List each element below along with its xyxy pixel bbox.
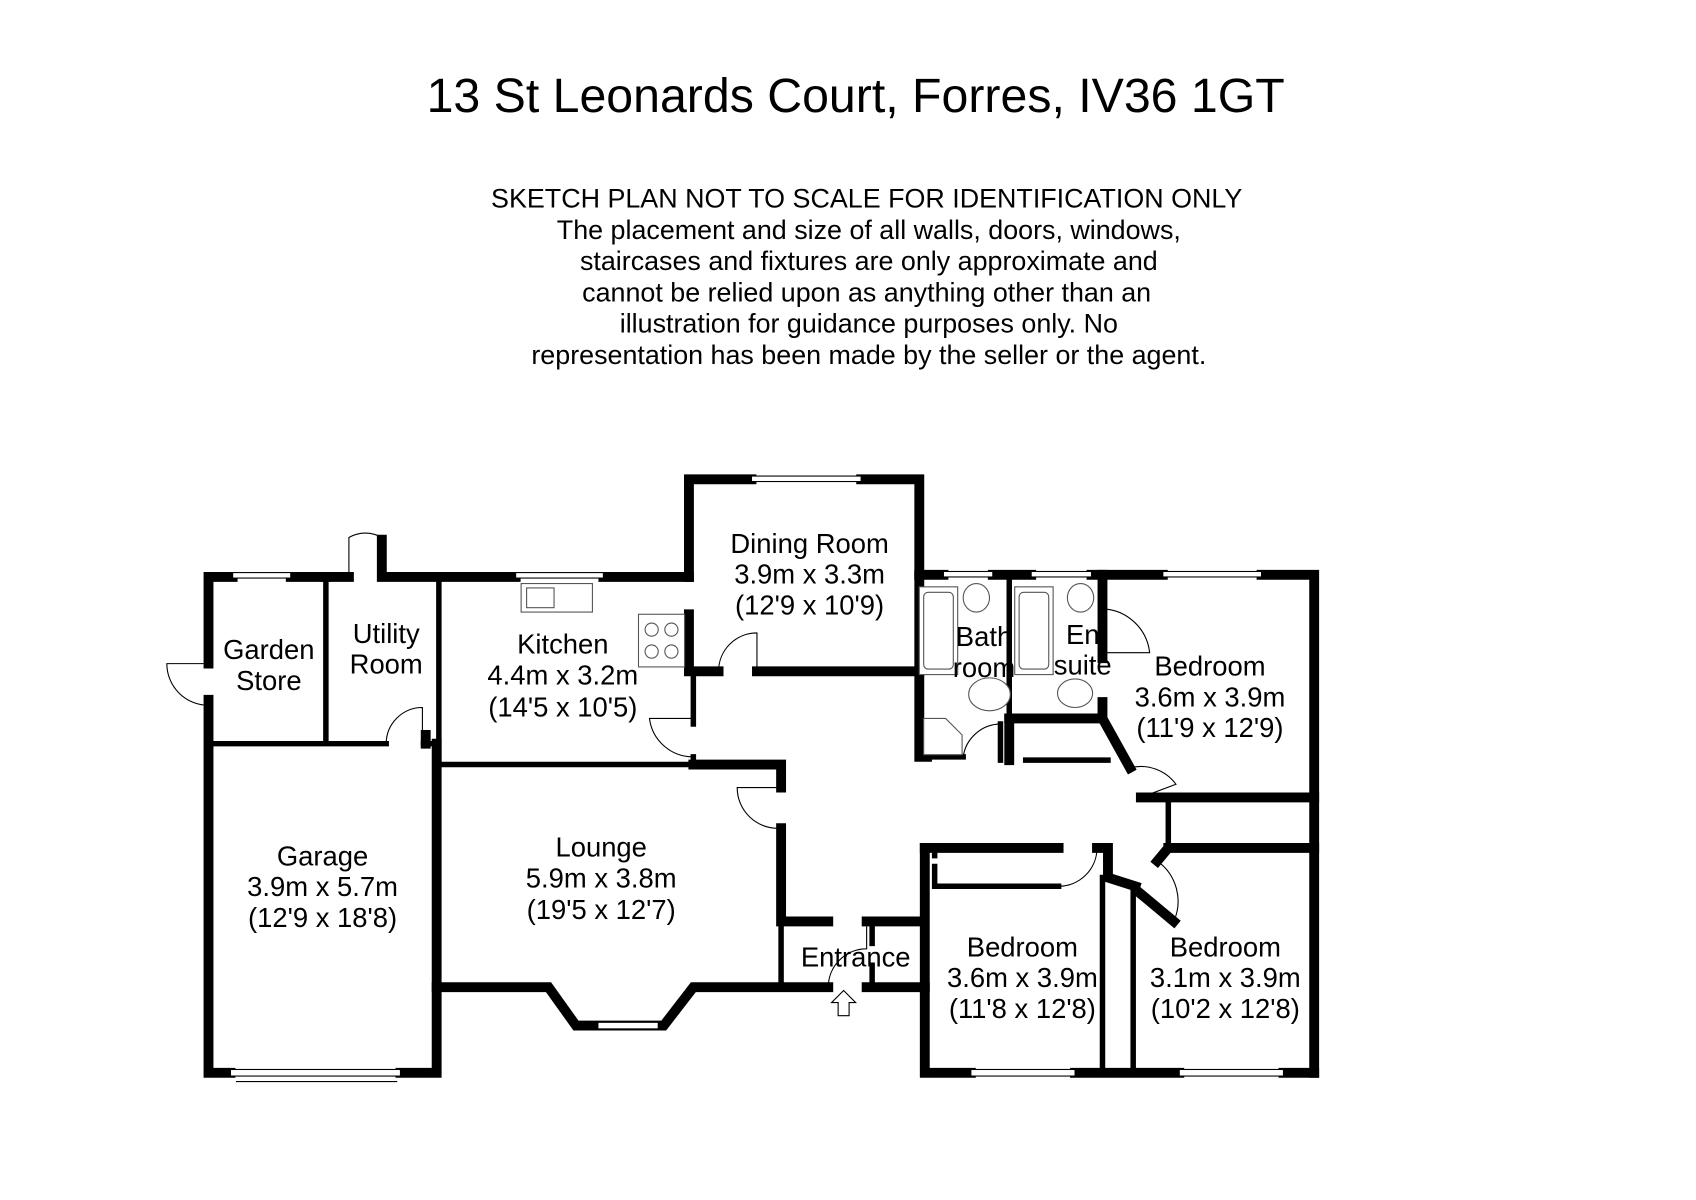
room-name: Dining Room: [730, 528, 888, 559]
room-dimensions-metric: 5.9m x 3.8m: [526, 862, 677, 893]
room-name: Store: [236, 665, 302, 696]
windows: [229, 475, 1285, 1083]
toilet-icon: [962, 582, 991, 613]
room-dining: Dining Room 3.9m x 3.3m (12'9 x 10'9): [730, 528, 888, 620]
disclaimer-line: cannot be relied upon as anything other …: [582, 278, 1151, 308]
room-name: Kitchen: [517, 629, 608, 660]
room-dimensions-imperial: (10'2 x 12'8): [1151, 993, 1300, 1024]
room-bedroom-2: Bedroom 3.6m x 3.9m (11'8 x 12'8): [947, 931, 1098, 1023]
room-bedroom-3: Bedroom 3.1m x 3.9m (10'2 x 12'8): [1150, 931, 1301, 1023]
disclaimer-line: illustration for guidance purposes only.…: [620, 308, 1118, 338]
room-name: Bedroom: [1154, 651, 1265, 682]
walls: [203, 474, 1320, 1078]
room-name: Garage: [277, 840, 368, 871]
room-name: Room: [350, 648, 423, 679]
room-dimensions-metric: 3.6m x 3.9m: [947, 962, 1098, 993]
room-dimensions-metric: 4.4m x 3.2m: [487, 659, 638, 690]
room-bathroom: Bath room: [953, 621, 1015, 683]
room-utility: Utility Room: [350, 618, 423, 680]
room-name: Garden: [223, 634, 314, 665]
room-dimensions-imperial: (19'5 x 12'7): [527, 894, 676, 925]
room-name: Lounge: [555, 832, 646, 863]
basin-icon: [1056, 678, 1094, 709]
basin-icon: [968, 677, 1011, 712]
room-ensuite: En suite: [1054, 619, 1112, 681]
disclaimer: SKETCH PLAN NOT TO SCALE FOR IDENTIFICAT…: [491, 183, 1242, 370]
fixtures: [520, 582, 1095, 756]
room-name: Bath: [956, 621, 1012, 652]
room-name: room: [953, 652, 1015, 683]
room-name: Utility: [353, 618, 420, 649]
room-dimensions-imperial: (11'9 x 12'9): [1136, 712, 1283, 743]
room-garden-store: Garden Store: [223, 634, 314, 696]
room-name: suite: [1054, 650, 1112, 681]
room-dimensions-imperial: (14'5 x 10'5): [488, 691, 637, 722]
room-name: Bedroom: [1170, 931, 1281, 962]
disclaimer-line: staircases and fixtures are only approxi…: [580, 246, 1158, 276]
room-dimensions-metric: 3.9m x 5.7m: [247, 871, 398, 902]
room-garage: Garage 3.9m x 5.7m (12'9 x 18'8): [247, 840, 398, 932]
room-entrance: Entrance: [801, 941, 911, 972]
shower-icon: [923, 717, 963, 756]
room-lounge: Lounge 5.9m x 3.8m (19'5 x 12'7): [526, 832, 677, 926]
room-dimensions-metric: 3.1m x 3.9m: [1150, 962, 1301, 993]
disclaimer-line: The placement and size of all walls, doo…: [557, 215, 1181, 245]
room-kitchen: Kitchen 4.4m x 3.2m (14'5 x 10'5): [487, 629, 638, 723]
disclaimer-line: representation has been made by the sell…: [531, 340, 1206, 370]
room-dimensions-imperial: (11'8 x 12'8): [949, 993, 1096, 1024]
room-dimensions-imperial: (12'9 x 10'9): [735, 589, 884, 620]
room-name: Entrance: [801, 941, 911, 972]
page-title: 13 St Leonards Court, Forres, IV36 1GT: [427, 69, 1285, 123]
doors: [166, 532, 1179, 1017]
disclaimer-line: SKETCH PLAN NOT TO SCALE FOR IDENTIFICAT…: [491, 183, 1242, 213]
room-dimensions-metric: 3.6m x 3.9m: [1135, 681, 1286, 712]
room-name: Bedroom: [967, 931, 1078, 962]
toilet-icon: [1066, 582, 1095, 613]
room-dimensions-metric: 3.9m x 3.3m: [734, 559, 885, 590]
room-bedroom-1: Bedroom 3.6m x 3.9m (11'9 x 12'9): [1135, 651, 1286, 743]
entrance-arrow-icon: [830, 989, 858, 1017]
room-name: En: [1066, 619, 1100, 650]
room-dimensions-imperial: (12'9 x 18'8): [248, 902, 397, 933]
hob-icon: [637, 613, 686, 668]
room-labels: Garden Store Utility Room Kitchen 4.4m x…: [223, 528, 1301, 1024]
